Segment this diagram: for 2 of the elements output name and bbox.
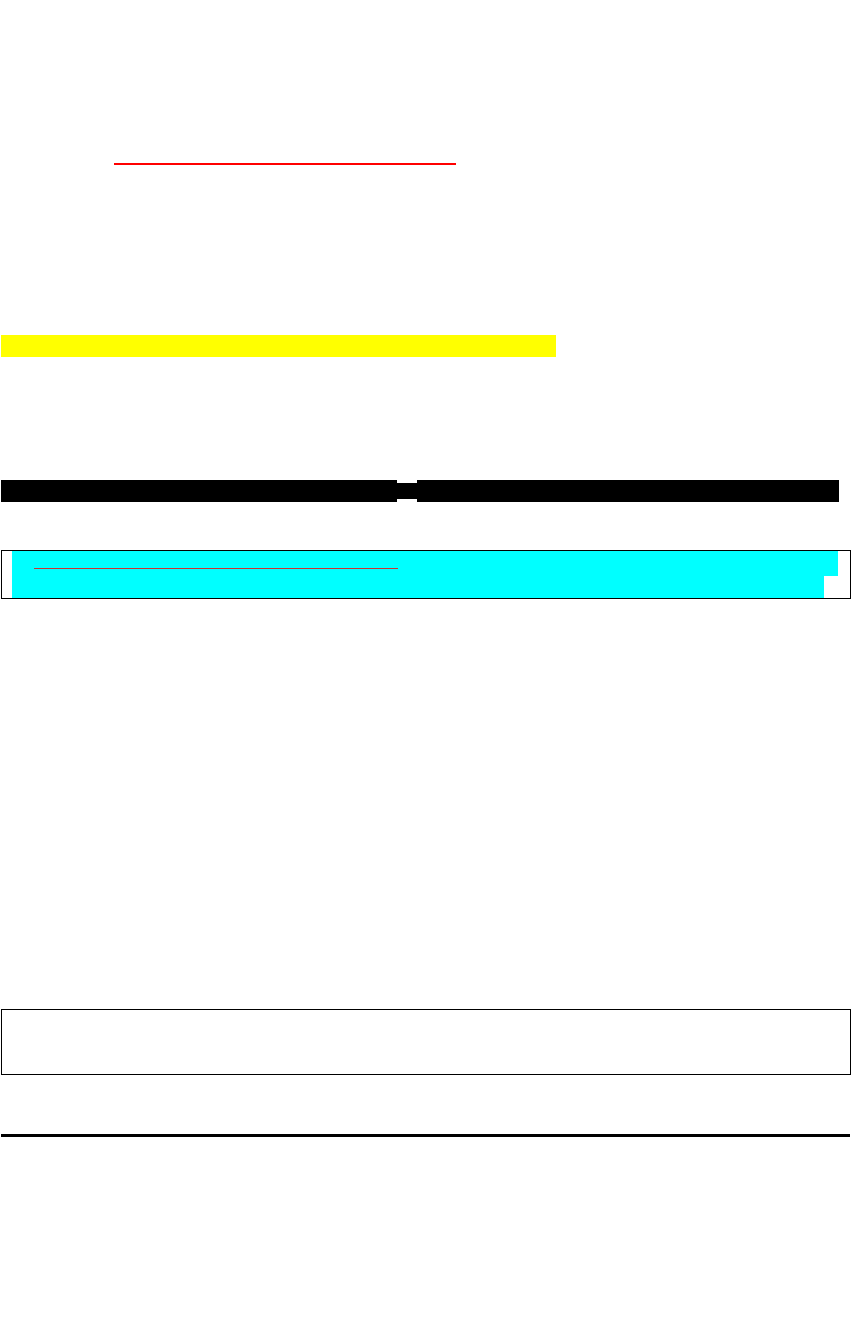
outlined-box: [1, 1009, 851, 1075]
heavy-bar: [1, 480, 839, 502]
